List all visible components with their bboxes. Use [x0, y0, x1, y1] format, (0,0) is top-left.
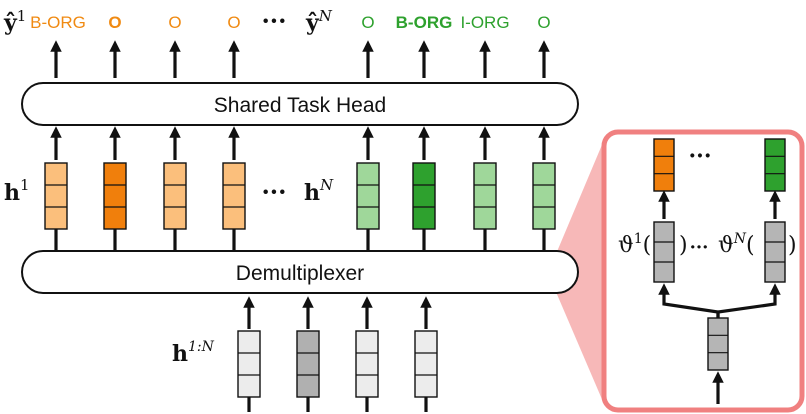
inset-green-vector [764, 138, 786, 192]
task1-label-3: O [227, 13, 240, 32]
hidden-vector-5 [412, 162, 436, 230]
task1-label-1: O [108, 13, 121, 32]
y-hat-1: ŷ1 [3, 7, 26, 36]
hidden-vector-2 [163, 162, 187, 230]
task1-label-2: O [168, 13, 181, 32]
hidden-vector-3 [222, 162, 246, 230]
taskN-label-2: I-ORG [460, 13, 509, 32]
theta-N-close: ) [788, 233, 797, 258]
taskN-label-0: O [361, 13, 374, 32]
h-1-N-label: h1:N [172, 339, 215, 367]
inset-panel: ··· ϑ1( ) ··· ϑN( ) [601, 129, 805, 413]
inset-orange-vector [653, 138, 675, 192]
hidden-vector-6 [473, 162, 497, 230]
input-vector-3 [414, 330, 438, 398]
hidden-vector-1 [103, 162, 127, 230]
zoom-connector [556, 140, 604, 404]
hidden-vector-0 [44, 162, 68, 230]
theta-1-label: ϑ1( [618, 231, 651, 258]
ellipsis-mid: ··· [261, 177, 286, 206]
demultiplexer-box [21, 250, 579, 294]
vectors-group [44, 162, 556, 398]
inset-ellipsis-mid: ··· [690, 237, 709, 258]
output-labels: ŷ1 B-ORG O O O ··· ŷN O B-ORG I-ORG O [3, 6, 551, 36]
hidden-vector-4 [356, 162, 380, 230]
ellipsis-top: ··· [261, 6, 286, 35]
inset-input-vector [707, 317, 729, 371]
taskN-label-3: O [537, 13, 550, 32]
theta-1-close: ) [679, 233, 688, 258]
shared-task-head-label: Shared Task Head [214, 94, 386, 117]
hidden-vector-7 [532, 162, 556, 230]
inset-ellipsis-top: ··· [689, 143, 712, 169]
inset-theta-1-vector [653, 221, 675, 283]
input-vector-0 [237, 330, 261, 398]
inset-theta-N-vector [764, 221, 786, 283]
demultiplexer-label: Demultiplexer [236, 262, 364, 285]
inset-branch-right [716, 283, 781, 318]
taskN-label-1: B-ORG [396, 13, 453, 32]
input-vector-1 [296, 330, 320, 398]
y-hat-N: ŷN [305, 7, 333, 36]
inset-border [601, 129, 805, 413]
arrows-group [50, 40, 550, 412]
input-vector-2 [355, 330, 379, 398]
task1-label-0: B-ORG [30, 13, 86, 32]
h-1-label: h1 [4, 176, 30, 206]
h-N-label: hN [304, 176, 334, 206]
shared-task-head-box [21, 82, 579, 126]
inset-content [653, 138, 786, 404]
theta-N-label: ϑN( [718, 231, 755, 258]
